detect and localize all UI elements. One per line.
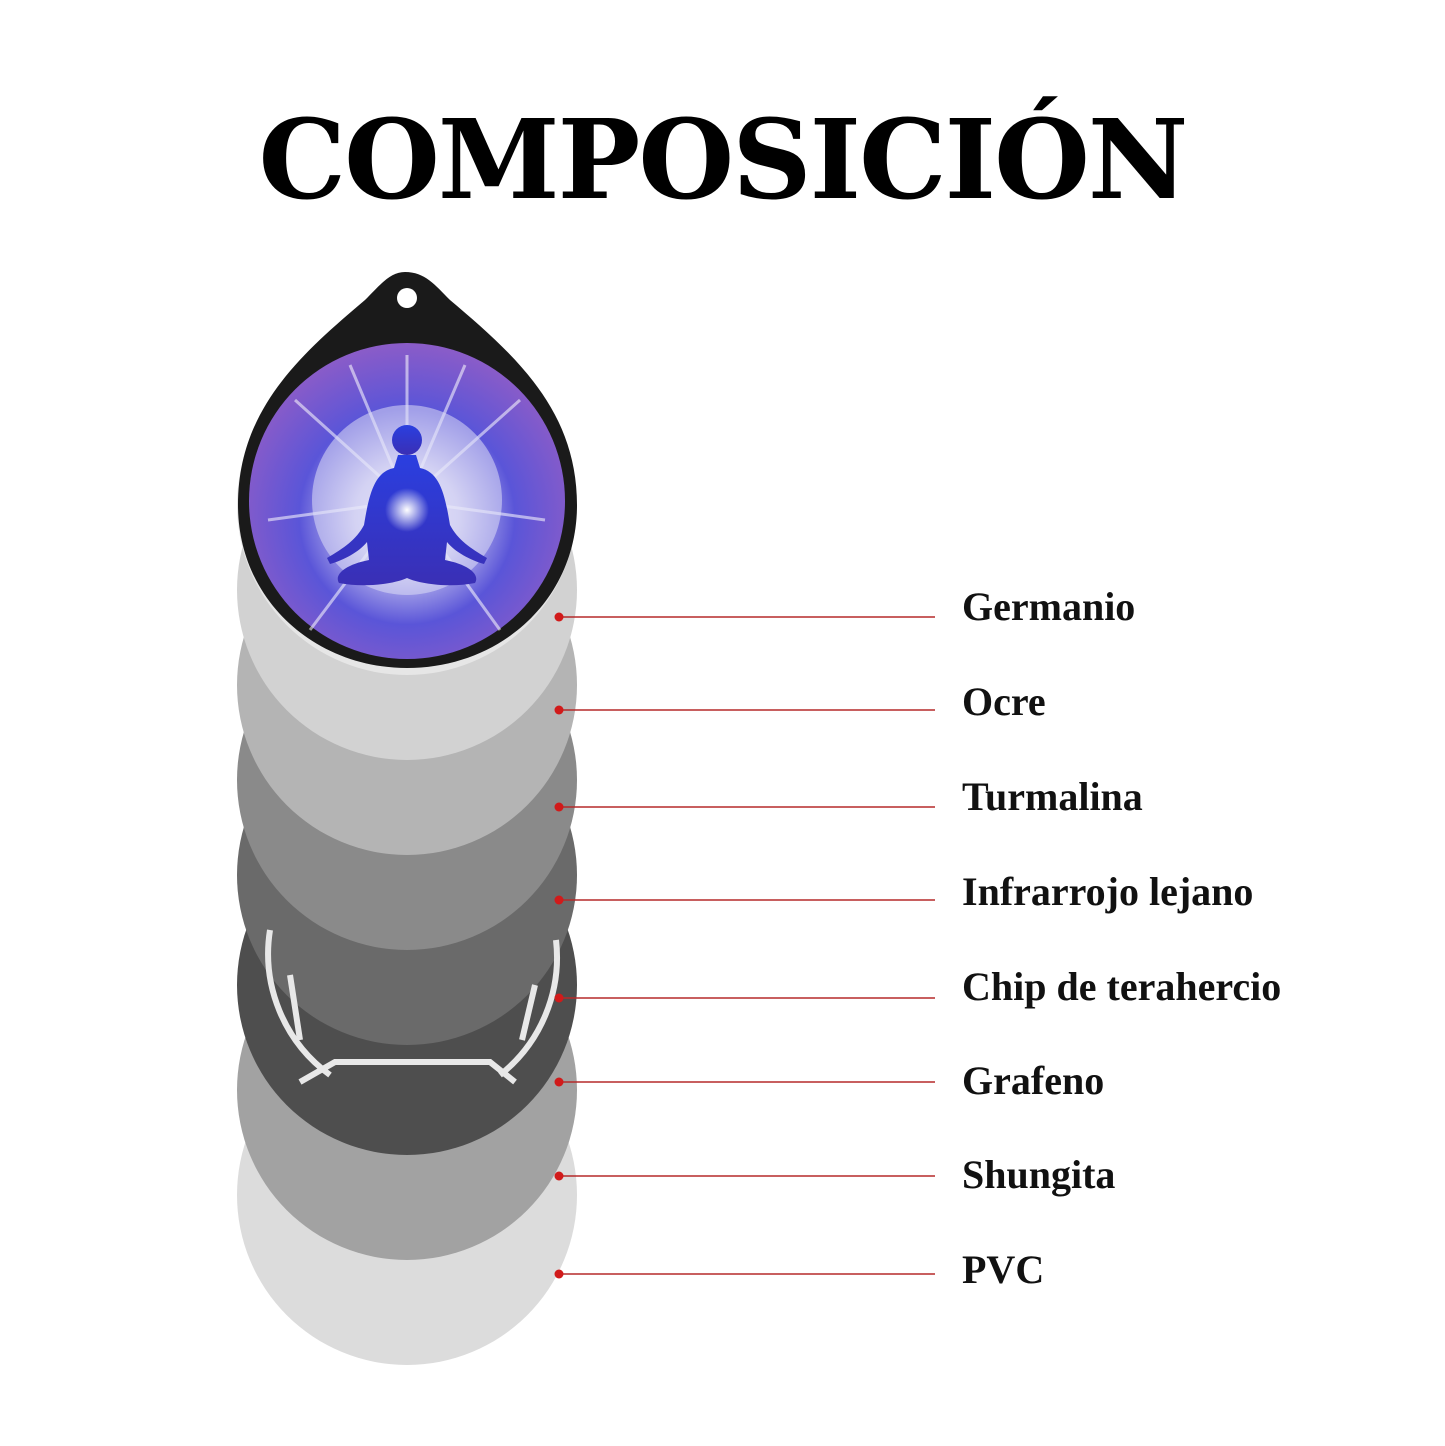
layer-label-chip-de-terahercio: Chip de terahercio <box>962 964 1282 1009</box>
layer-label-pvc: PVC <box>962 1247 1045 1292</box>
leader-dot <box>554 802 564 812</box>
layer-label-shungita: Shungita <box>962 1152 1116 1197</box>
leader-dot <box>554 612 564 622</box>
leader-dot <box>554 1269 564 1279</box>
pendant <box>238 272 577 668</box>
layer-label-germanio: Germanio <box>962 584 1136 629</box>
leader-dot <box>554 705 564 715</box>
layer-label-turmalina: Turmalina <box>962 774 1143 819</box>
leader-dot <box>554 993 564 1003</box>
leader-lines <box>554 612 935 1279</box>
layer-label-ocre: Ocre <box>962 679 1046 724</box>
pendant-hole <box>397 288 417 308</box>
leader-dot <box>554 1077 564 1087</box>
layer-label-infrarrojo-lejano: Infrarrojo lejano <box>962 869 1254 914</box>
page-title: COMPOSICIÓN <box>258 95 1189 224</box>
layer-label-grafeno: Grafeno <box>962 1058 1105 1103</box>
leader-dot <box>554 895 564 905</box>
leader-dot <box>554 1171 564 1181</box>
terahertz-chip-outline <box>265 929 560 1085</box>
